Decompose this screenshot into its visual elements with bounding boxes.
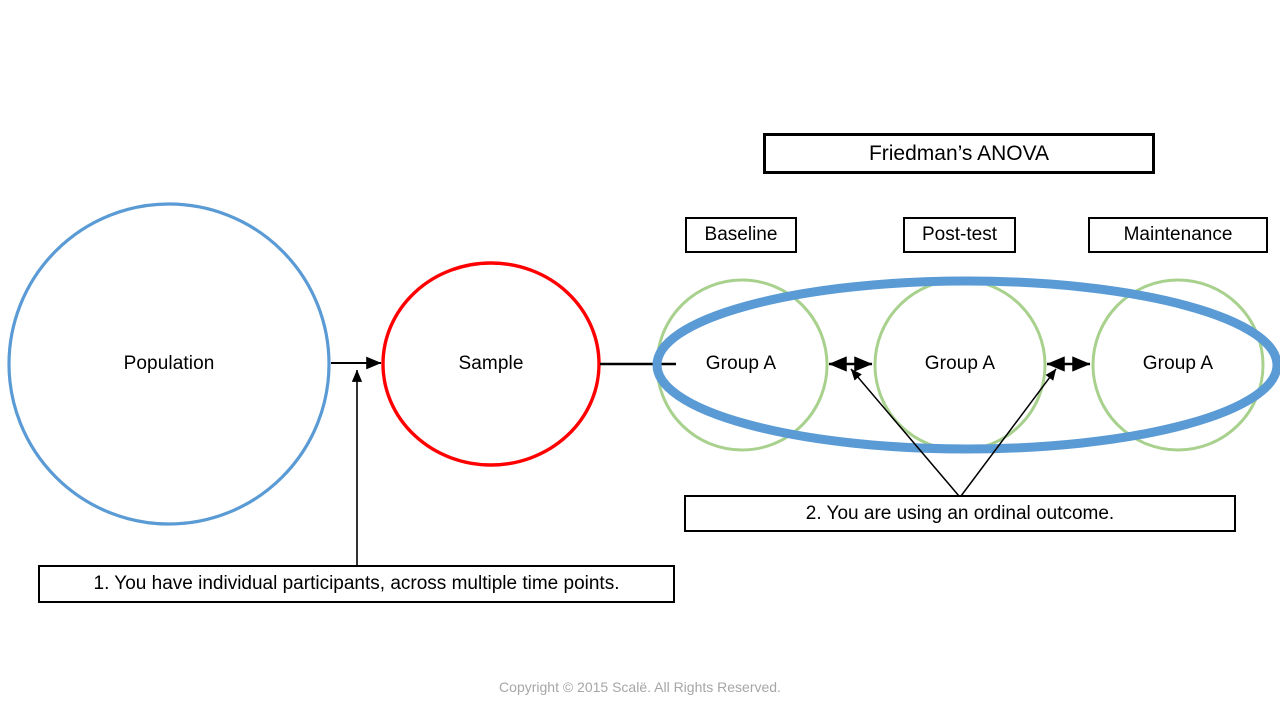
note-box-individual-participants: 1. You have individual participants, acr… — [38, 565, 675, 603]
note2-leader-right — [960, 368, 1057, 497]
group-circle-maintenance — [1091, 278, 1265, 452]
stage-box-maintenance: Maintenance — [1088, 217, 1268, 253]
note2-leader-left — [850, 368, 960, 497]
stage-box-posttest: Post-test — [903, 217, 1016, 253]
sample-label: Sample — [458, 353, 524, 374]
sample-circle — [381, 261, 601, 467]
group-label-posttest: Group A — [924, 353, 996, 374]
group-label-maintenance: Group A — [1142, 353, 1214, 374]
repeated-measures-ellipse — [652, 276, 1280, 454]
group-label-baseline: Group A — [705, 353, 777, 374]
note-box-ordinal-outcome: 2. You are using an ordinal outcome. — [684, 495, 1236, 532]
population-circle — [7, 202, 331, 526]
population-label: Population — [123, 353, 215, 374]
copyright-footer: Copyright © 2015 Scalë. All Rights Reser… — [499, 679, 781, 695]
test-name-box: Friedman’s ANOVA — [763, 133, 1155, 174]
stage-box-baseline: Baseline — [685, 217, 797, 253]
